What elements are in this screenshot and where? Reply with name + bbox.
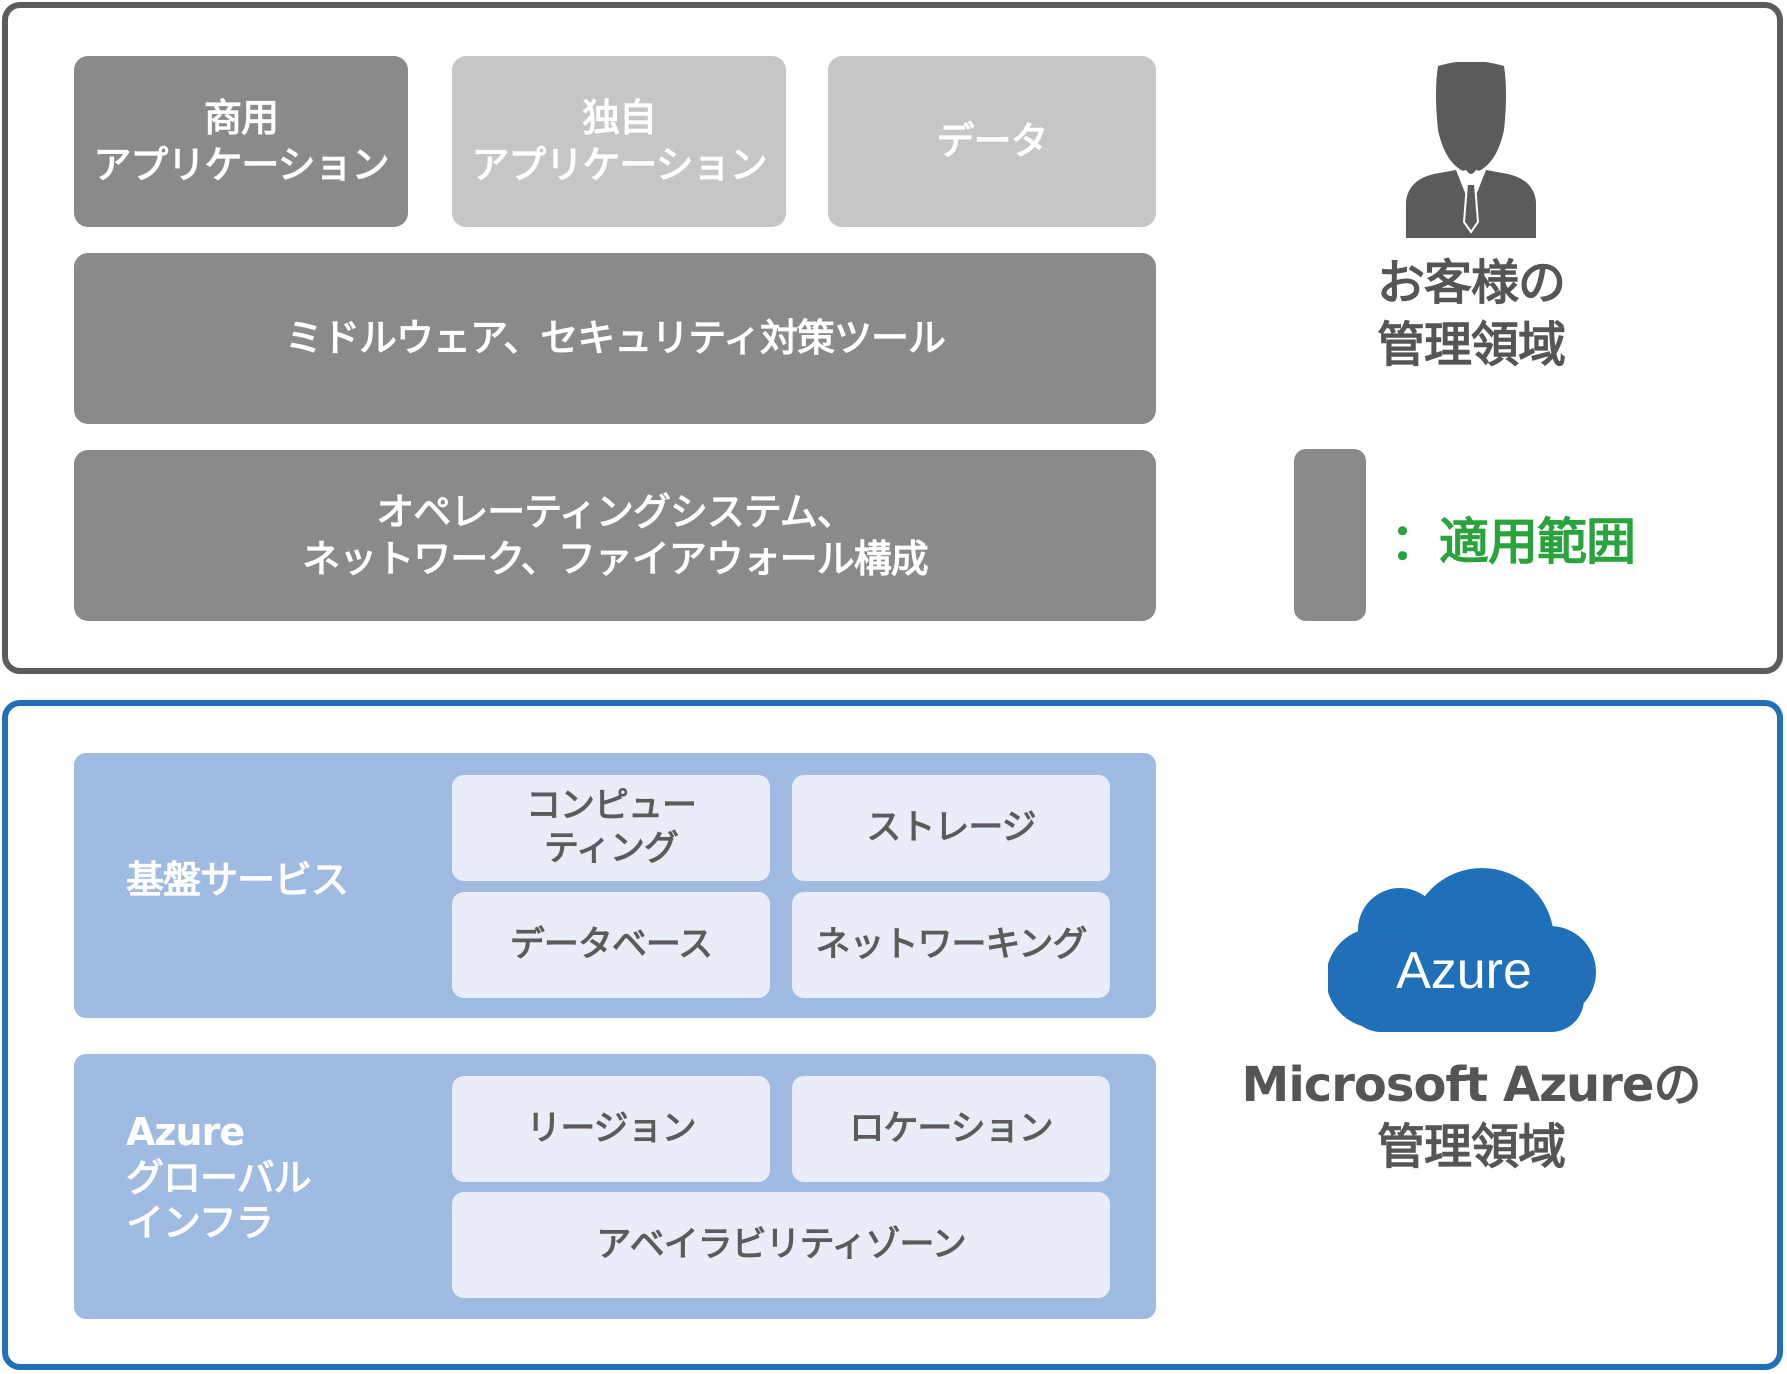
- storage-item: ストレージ: [792, 775, 1110, 881]
- location-item: ロケーション: [792, 1076, 1110, 1182]
- data-block: データ: [828, 56, 1156, 227]
- legend-scope-label: ：適用範囲: [1390, 513, 1636, 571]
- region-item: リージョン: [452, 1076, 770, 1182]
- cloud-icon: Azure: [1328, 868, 1596, 1032]
- legend-swatch: [1294, 449, 1366, 621]
- customer-management-title: お客様の 管理領域: [1376, 255, 1566, 374]
- os-network-firewall-block: オペレーティングシステム、 ネットワーク、ファイアウォール構成: [74, 450, 1156, 621]
- middleware-security-block: ミドルウェア、セキュリティ対策ツール: [74, 253, 1156, 424]
- global-infrastructure-label: Azure グローバル インフラ: [126, 1110, 312, 1246]
- networking-item: ネットワーキング: [792, 892, 1110, 998]
- computing-item: コンピュー ティング: [452, 775, 770, 881]
- custom-applications-block: 独自 アプリケーション: [452, 56, 786, 227]
- businessman-icon: [1406, 62, 1536, 238]
- azure-management-title: Microsoft Azureの 管理領域: [1241, 1057, 1702, 1176]
- commercial-applications-block: 商用 アプリケーション: [74, 56, 408, 227]
- availability-zone-item: アベイラビリティゾーン: [452, 1192, 1110, 1298]
- cloud-azure-text: Azure: [1396, 942, 1532, 1000]
- database-item: データベース: [452, 892, 770, 998]
- foundation-services-label: 基盤サービス: [126, 858, 349, 902]
